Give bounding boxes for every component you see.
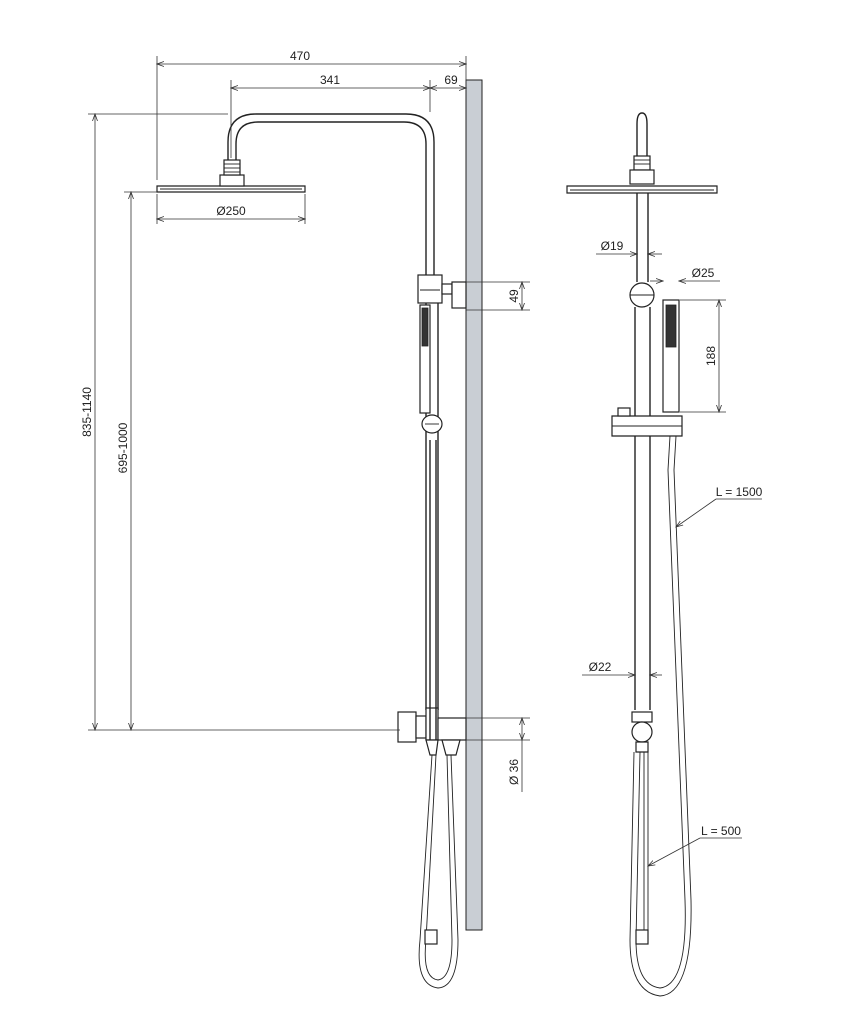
riser-top-front [629,112,655,185]
side-view: 470 341 69 Ø250 49 [80,49,530,989]
upper-rail-front [636,193,649,282]
wall [465,79,483,931]
handshower-front [662,299,680,413]
dim-470: 470 [157,49,466,180]
label-bracket-height: 49 [507,289,521,303]
upper-wall-bracket [417,274,467,309]
label-arm-reach: 341 [320,73,340,87]
diverter-side [397,707,467,756]
main-rail-front [634,307,651,710]
front-view: Ø19 Ø25 188 L = 1500 Ø22 [566,112,763,997]
label-main-hose-length: L = 1500 [716,485,763,499]
slider-holder-front [611,407,683,437]
dim-341: 341 69 [231,73,466,158]
dim-short-hose-length: L = 500 [648,824,742,866]
dim-main-hose-length: L = 1500 [676,485,763,527]
shower-head-front [566,185,718,194]
label-handshower-diameter: Ø25 [692,266,715,280]
dim-49: 49 [466,282,530,310]
dim-835-1140: 835-1140 [80,114,400,730]
dim-handshower-length: 188 [680,300,726,412]
label-handshower-length: 188 [704,346,718,366]
dim-head-diameter: Ø250 [157,194,305,224]
label-diverter-diameter: Ø 36 [507,759,521,785]
label-short-hose-length: L = 500 [701,824,741,838]
label-upper-rail-diameter: Ø19 [601,239,624,253]
dim-diverter-diameter: Ø 36 [466,718,530,792]
label-total-height: 835-1140 [80,387,94,437]
label-wall-offset: 69 [444,73,458,87]
dim-lower-rail-diameter: Ø22 [582,660,662,675]
hoses-side [418,440,459,989]
shower-arm-side [227,113,435,275]
dim-695-1000: 695-1000 [116,192,157,730]
hoses-front [629,435,692,997]
diverter-front [631,711,653,753]
dim-upper-rail-diameter: Ø19 [596,239,662,254]
label-adjustable-height: 695-1000 [116,422,130,473]
label-lower-rail-diameter: Ø22 [589,660,612,674]
label-total-reach: 470 [290,49,310,63]
label-head-diameter: Ø250 [216,204,246,218]
handshower-side [419,304,443,434]
shower-head-side [156,159,306,193]
upper-bracket-front [629,282,655,308]
dim-handshower-diameter: Ø25 [650,266,720,281]
